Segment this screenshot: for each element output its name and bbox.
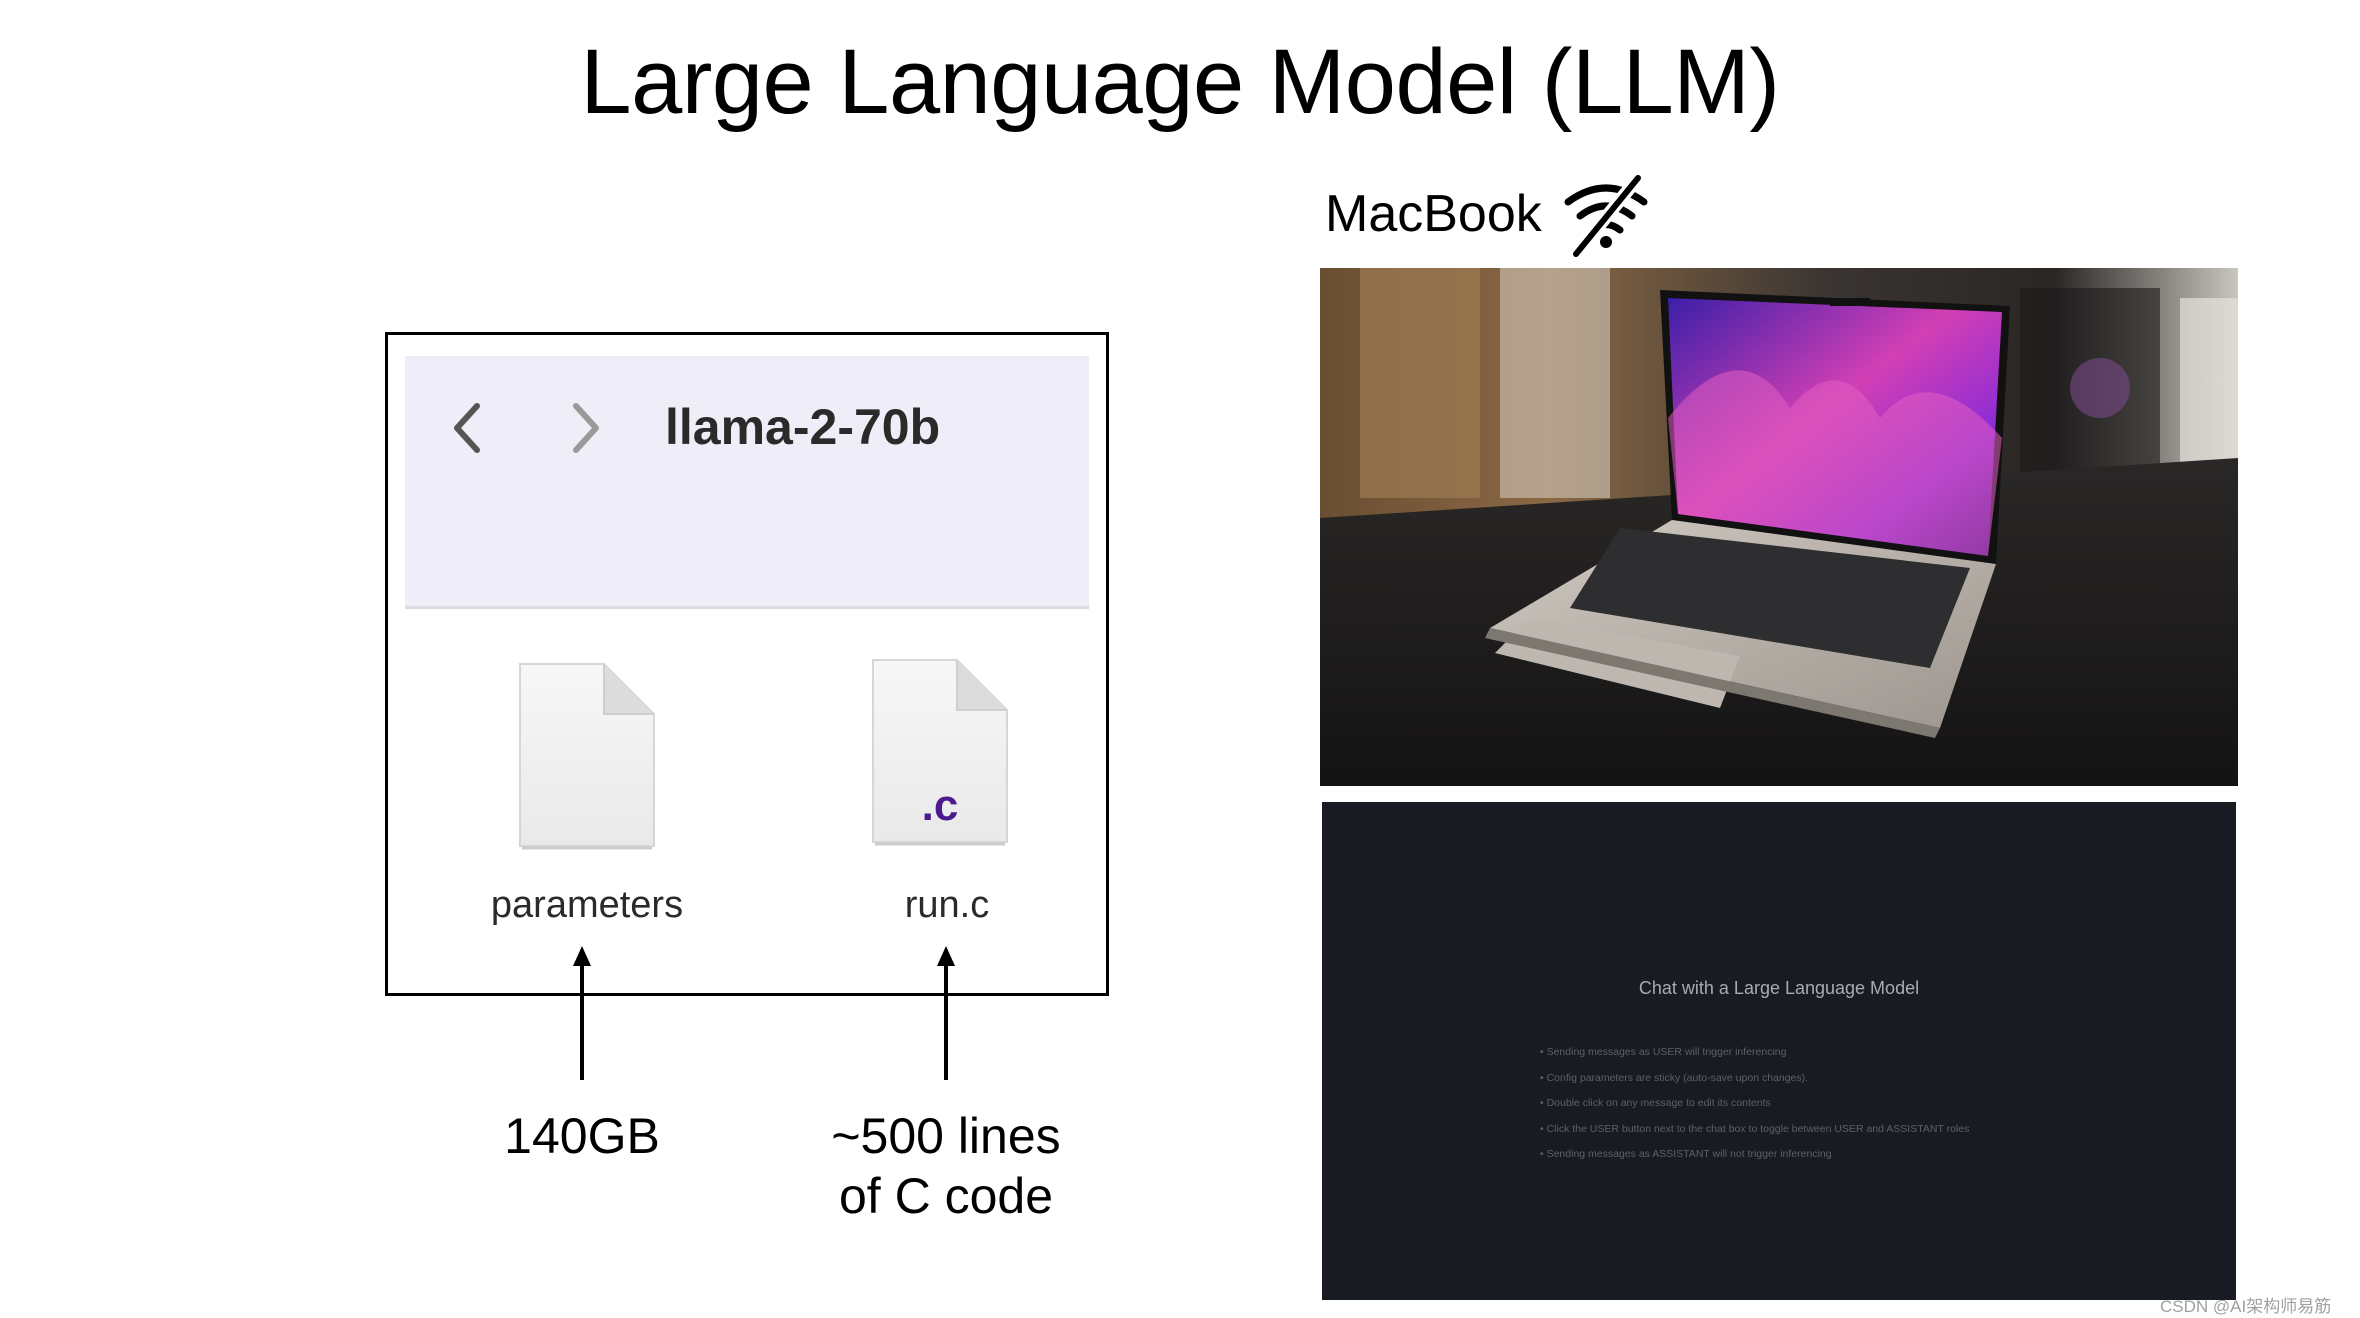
annotation-run-c-line1: ~500 lines xyxy=(831,1108,1061,1164)
chevron-right-icon[interactable] xyxy=(566,398,606,458)
arrowhead-run-c xyxy=(937,946,955,966)
blank-document-icon[interactable] xyxy=(512,658,662,854)
chat-app-panel xyxy=(1322,802,2236,1300)
annotation-parameters-size: 140GB xyxy=(504,1108,660,1164)
instruction-item: • Config parameters are sticky (auto-sav… xyxy=(1540,1071,1809,1084)
instruction-item: • Sending messages as USER will trigger … xyxy=(1540,1046,1787,1058)
wifi-off-icon xyxy=(1564,172,1648,258)
file-label-run-c: run.c xyxy=(904,884,990,926)
c-file-badge: .c xyxy=(922,781,959,830)
chat-title: Chat with a Large Language Model xyxy=(1638,978,1920,998)
macbook-label: MacBook xyxy=(1325,185,1542,243)
instruction-item: • Click the USER button next to the chat… xyxy=(1540,1122,1970,1135)
c-source-file-icon[interactable]: .c xyxy=(865,654,1015,850)
instruction-item: • Sending messages as ASSISTANT will not… xyxy=(1540,1148,1832,1160)
annotation-run-c-line2: of C code xyxy=(838,1168,1053,1224)
chat-instructions: • Sending messages as USER will trigger … xyxy=(1540,1040,1969,1168)
file-label-parameters: parameters xyxy=(490,884,684,926)
macbook-photo xyxy=(1320,268,2238,786)
finder-toolbar xyxy=(405,356,1089,609)
slide-title: Large Language Model (LLM) xyxy=(580,31,1780,133)
instruction-item: • Double click on any message to edit it… xyxy=(1540,1097,1771,1109)
watermark: CSDN @AI架构师易筋 xyxy=(2160,1297,2332,1316)
chevron-left-icon[interactable] xyxy=(447,398,487,458)
arrowhead-parameters xyxy=(573,946,591,966)
folder-title: llama-2-70b xyxy=(665,399,941,455)
